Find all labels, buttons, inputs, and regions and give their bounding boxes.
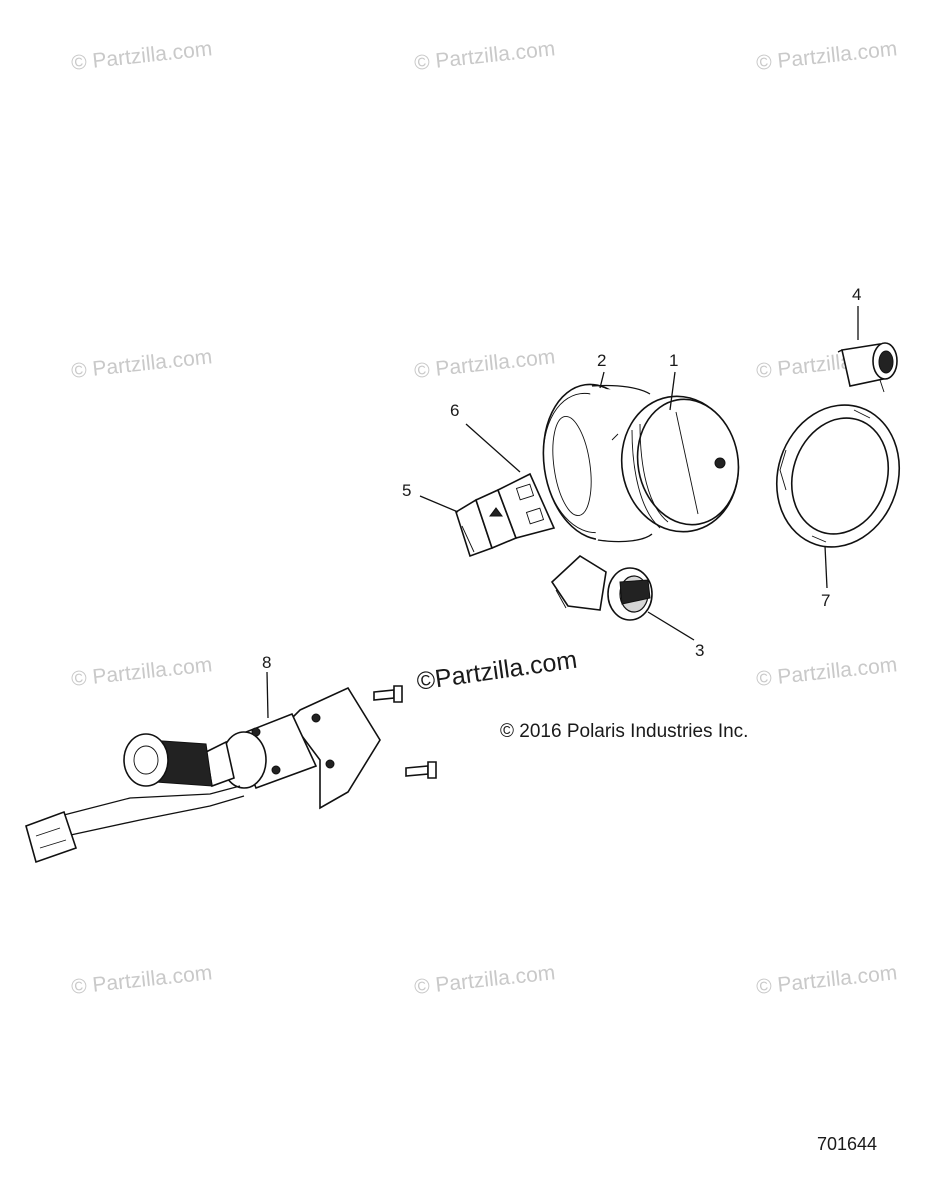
callout-7: 7 (821, 591, 830, 610)
leader-lines (266, 306, 859, 719)
screw-lower[interactable] (405, 761, 437, 779)
center-watermark: ©Partzilla.com (415, 646, 579, 696)
watermark: © Partzilla.com (70, 37, 213, 75)
part-1-gauge[interactable] (611, 387, 749, 541)
part-5-rocker-switch[interactable] (455, 488, 518, 558)
watermark: © Partzilla.com (70, 345, 213, 383)
screw-upper[interactable] (373, 685, 403, 703)
watermark: © Partzilla.com (413, 37, 556, 75)
watermark: © Partzilla.com (755, 653, 898, 691)
callout-3: 3 (695, 641, 704, 660)
part-4-power-outlet[interactable] (837, 342, 898, 393)
part-3-ignition-switch[interactable] (550, 554, 653, 621)
watermark: © Partzilla.com (70, 653, 213, 691)
callout-1: 1 (669, 351, 678, 370)
part-8-column-assembly[interactable] (25, 686, 381, 864)
part-7-bezel-ring[interactable] (759, 389, 918, 563)
watermark: © Partzilla.com (413, 345, 556, 383)
watermark: © Partzilla.com (755, 961, 898, 999)
callout-6: 6 (450, 401, 459, 420)
copyright-notice: © 2016 Polaris Industries Inc. (500, 721, 748, 742)
callout-8: 8 (262, 653, 271, 672)
part-6-rocker-switch[interactable] (496, 472, 556, 539)
watermark: © Partzilla.com (70, 961, 213, 999)
watermark: © Partzilla.com (413, 961, 556, 999)
callout-5: 5 (402, 481, 411, 500)
watermark: © Partzilla.com (755, 37, 898, 75)
callout-4: 4 (852, 285, 861, 304)
callout-2: 2 (597, 351, 606, 370)
figure-number: 701644 (817, 1134, 877, 1154)
callout-labels: 1 2 3 4 5 6 7 8 (262, 285, 861, 672)
